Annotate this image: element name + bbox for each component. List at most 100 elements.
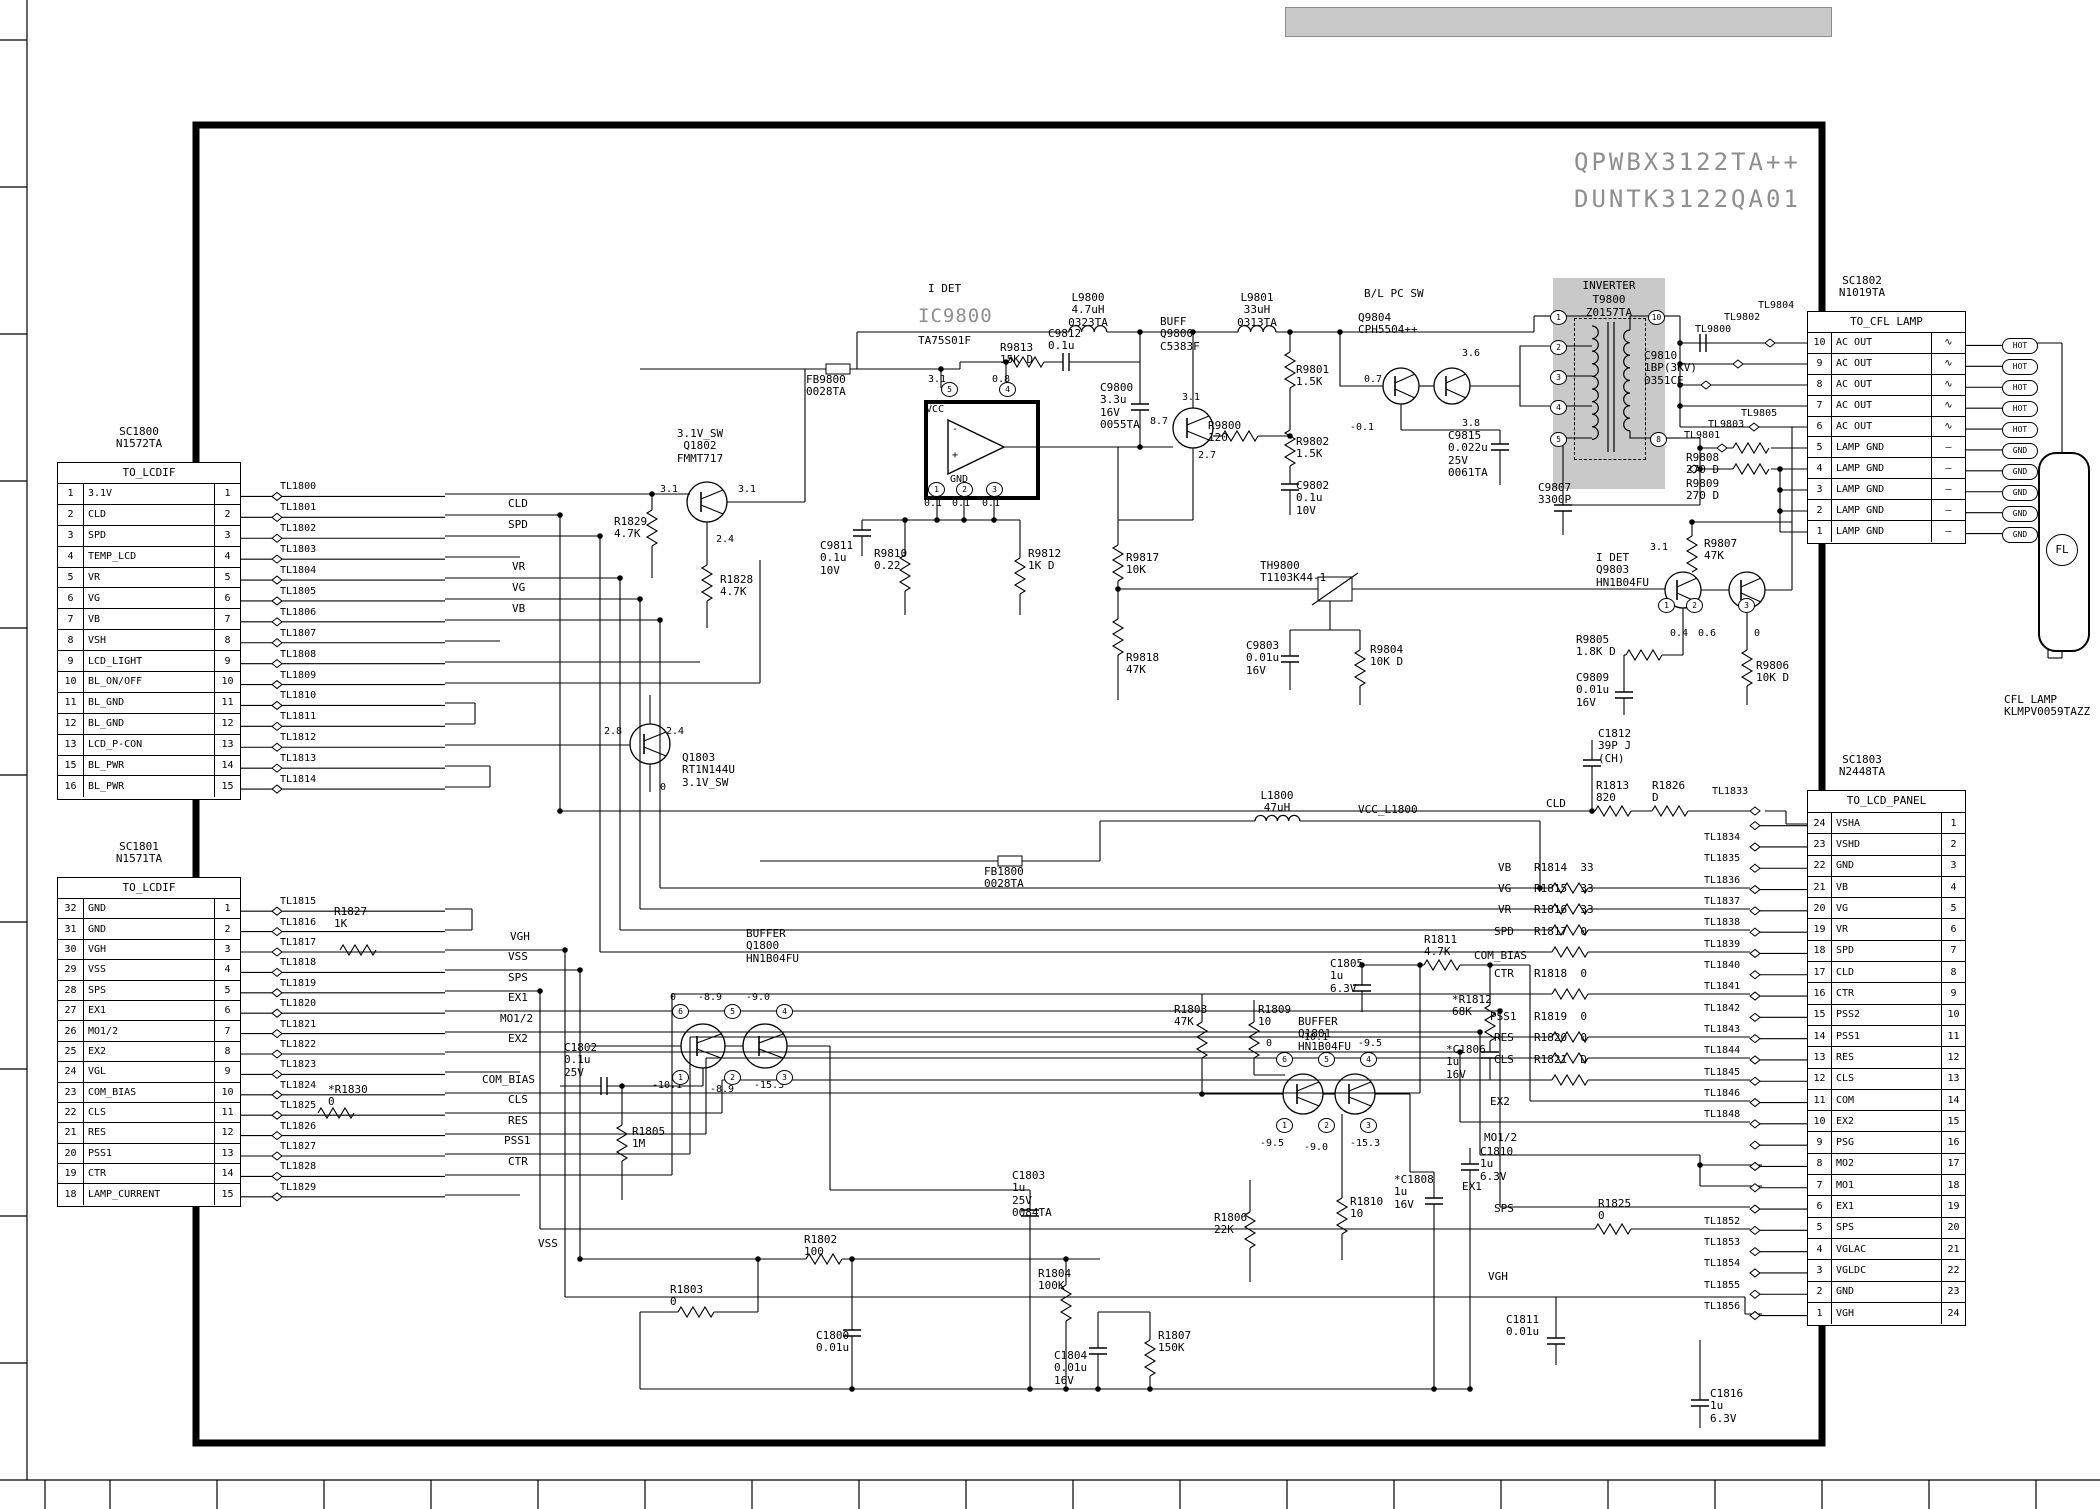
board-title-line1: QPWBX3122TA++ bbox=[1574, 148, 1801, 176]
schematic-label: Z0157TA bbox=[1585, 306, 1633, 319]
signal-name: LAMP GND bbox=[1836, 462, 1885, 474]
pin-number: 5 bbox=[214, 567, 240, 588]
schematic-label: R9804 10K D bbox=[1370, 643, 1404, 669]
signal-name: EX2 bbox=[1836, 1115, 1855, 1127]
schematic-label: R1818 0 bbox=[1534, 967, 1587, 980]
signal-name: VSHD bbox=[1836, 838, 1861, 850]
sc1803-title: TO_LCD_PANEL bbox=[1808, 791, 1965, 813]
signal-name: GND bbox=[88, 923, 107, 935]
schematic-label: + bbox=[952, 450, 959, 461]
signal-name: RES bbox=[88, 1127, 107, 1139]
pin-number: 1 bbox=[214, 899, 240, 919]
pin-number: 6 bbox=[1808, 416, 1832, 437]
schematic-label: EX2 bbox=[1490, 1095, 1510, 1108]
pin-number: 28 bbox=[58, 980, 84, 1000]
pin-number: 1 bbox=[1941, 813, 1965, 834]
schematic-label: -8.9 bbox=[698, 992, 723, 1003]
lamp-hot-tag: HOT bbox=[2002, 401, 2038, 418]
pin-number: 2 bbox=[724, 1070, 741, 1085]
pin-number: 4 bbox=[999, 382, 1016, 397]
schematic-label: C9800 3.3u 16V 0055TA bbox=[1100, 381, 1140, 431]
schematic-label: -9.0 bbox=[1304, 1142, 1329, 1153]
pin-number: 1 bbox=[1550, 310, 1567, 325]
schematic-label: C1812 39P J (CH) bbox=[1598, 727, 1632, 765]
pin-number: 1 bbox=[214, 484, 240, 504]
schematic-label: 0 bbox=[670, 992, 677, 1003]
schematic-label: VCC bbox=[926, 404, 945, 415]
test-point-label: TL1838 bbox=[1704, 917, 1741, 928]
sc1802-reference: SC1802 N1019TA bbox=[1838, 274, 1886, 300]
test-point-label: TL1837 bbox=[1704, 896, 1741, 907]
test-point-label: TL1800 bbox=[280, 481, 317, 492]
signal-name: GND bbox=[88, 903, 107, 915]
pin-number: 8 bbox=[1941, 962, 1965, 983]
schematic-label: 0.4 bbox=[1670, 628, 1689, 639]
signal-name: LAMP GND bbox=[1836, 441, 1885, 453]
pin-number: 14 bbox=[214, 755, 240, 776]
pin-number: 2 bbox=[58, 504, 84, 525]
pin-number: 7 bbox=[214, 1021, 240, 1041]
signal-name: BL_GND bbox=[88, 697, 125, 709]
pin-number: 2 bbox=[1808, 500, 1832, 521]
schematic-label: R1803 0 bbox=[670, 1283, 704, 1309]
schematic-label: R1819 0 bbox=[1534, 1010, 1587, 1023]
schematic-label: 0.1 bbox=[952, 498, 971, 509]
pin-number: 16 bbox=[1808, 983, 1832, 1004]
schematic-label: R9801 1.5K bbox=[1296, 363, 1330, 389]
pin-number: 5 bbox=[1318, 1052, 1335, 1067]
pin-number: 13 bbox=[1808, 1047, 1832, 1068]
signal-name: SPS bbox=[88, 984, 107, 996]
schematic-label: R1802 100 bbox=[804, 1233, 838, 1259]
schematic-label: L9801 33uH 0313TA bbox=[1237, 291, 1277, 329]
pin-number: 21 bbox=[58, 1123, 84, 1143]
sc1802-title: TO_CFL LAMP bbox=[1808, 312, 1965, 333]
lamp-gnd-tag: GND bbox=[2002, 442, 2038, 459]
schematic-label: R9817 10K bbox=[1126, 551, 1160, 577]
signal-name: CLD bbox=[88, 509, 107, 521]
schematic-label: C1800 0.01u bbox=[816, 1329, 850, 1355]
schematic-label: R1829 4.7K bbox=[614, 515, 648, 541]
schematic-label: C1810 1u 6.3V bbox=[1480, 1145, 1514, 1183]
pin-number: 23 bbox=[1808, 834, 1832, 855]
schematic-label: 3.1 bbox=[1650, 542, 1669, 553]
schematic-label: MO1/2 bbox=[1484, 1131, 1518, 1144]
lamp-hot-tag: HOT bbox=[2002, 380, 2038, 397]
pin-number: 26 bbox=[58, 1021, 84, 1041]
pin-number: 23 bbox=[58, 1082, 84, 1102]
sc1803-reference: SC1803 N2448TA bbox=[1838, 753, 1886, 779]
pin-number: 8 bbox=[214, 630, 240, 651]
schematic-label: CLS bbox=[508, 1093, 528, 1106]
test-point-label: TL1845 bbox=[1704, 1067, 1741, 1078]
signal-name: VG bbox=[1836, 902, 1849, 914]
pin-number: 21 bbox=[1941, 1238, 1965, 1260]
signal-name: GND bbox=[1836, 1286, 1855, 1298]
board-title-line2: DUNTK3122QA01 bbox=[1574, 185, 1801, 213]
signal-name: VR bbox=[88, 572, 101, 583]
schematic-label: CLS bbox=[1494, 1053, 1514, 1066]
schematic-label: R9808 270 D bbox=[1686, 451, 1720, 477]
schematic-label: BUFFER Q1800 HN1B04FU bbox=[746, 927, 799, 965]
schematic-label: Q1803 RT1N144U 3.1V_SW bbox=[682, 751, 735, 789]
pin-number: 1 bbox=[672, 1070, 689, 1085]
test-point-label: TL1817 bbox=[280, 937, 317, 948]
pin-number: 2 bbox=[1318, 1118, 1335, 1133]
